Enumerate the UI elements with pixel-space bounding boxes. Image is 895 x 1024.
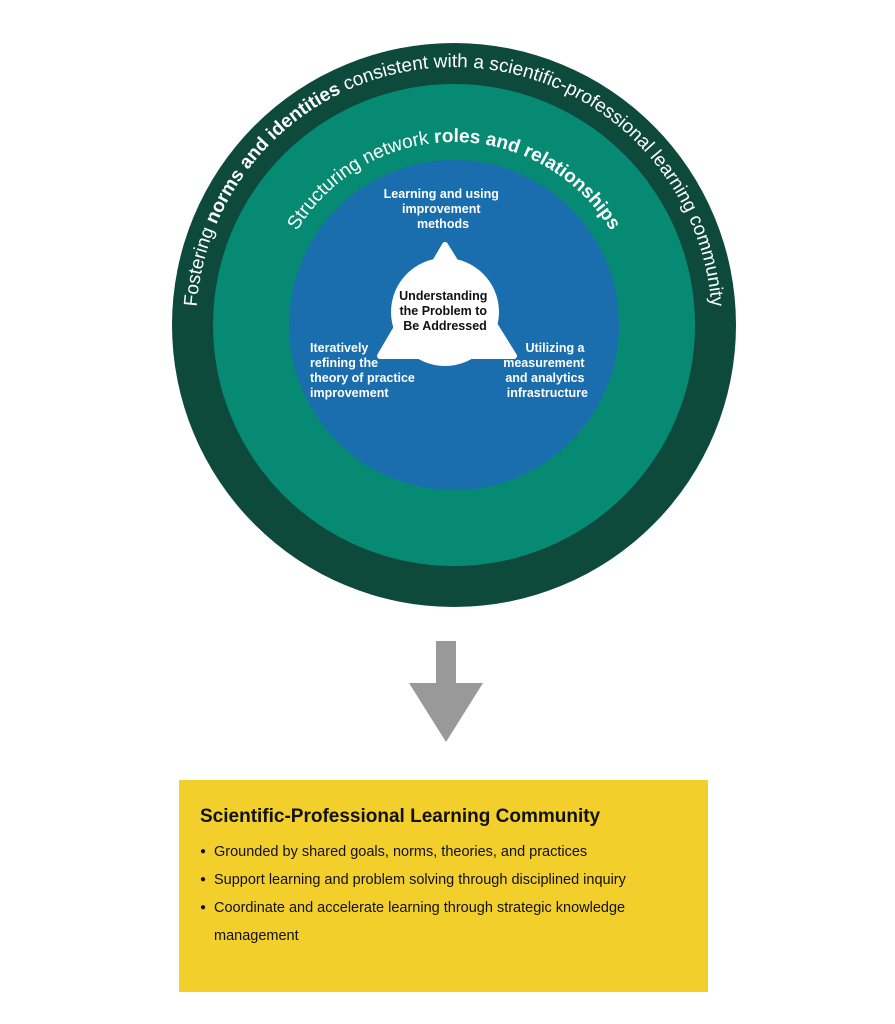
inner-right-label: Utilizing a measurement and analytics in…: [503, 341, 588, 400]
list-item: Coordinate and accelerate learning throu…: [200, 894, 634, 950]
inner-top-label: Learning and using improvement methods: [384, 187, 503, 231]
summary-box: Scientific-Professional Learning Communi…: [179, 780, 708, 992]
diagram-canvas: Fostering norms and identities consisten…: [172, 43, 736, 742]
center-circle: [391, 258, 499, 366]
inner-left-label: Iteratively refining the theory of pract…: [310, 341, 418, 400]
summary-title: Scientific-Professional Learning Communi…: [200, 806, 601, 827]
list-item: Grounded by shared goals, norms, theorie…: [200, 838, 634, 866]
summary-list: Grounded by shared goals, norms, theorie…: [200, 838, 688, 950]
list-item: Support learning and problem solving thr…: [200, 866, 634, 894]
center-label: Understanding the Problem to Be Addresse…: [399, 289, 491, 333]
down-arrow-icon: [409, 641, 483, 742]
